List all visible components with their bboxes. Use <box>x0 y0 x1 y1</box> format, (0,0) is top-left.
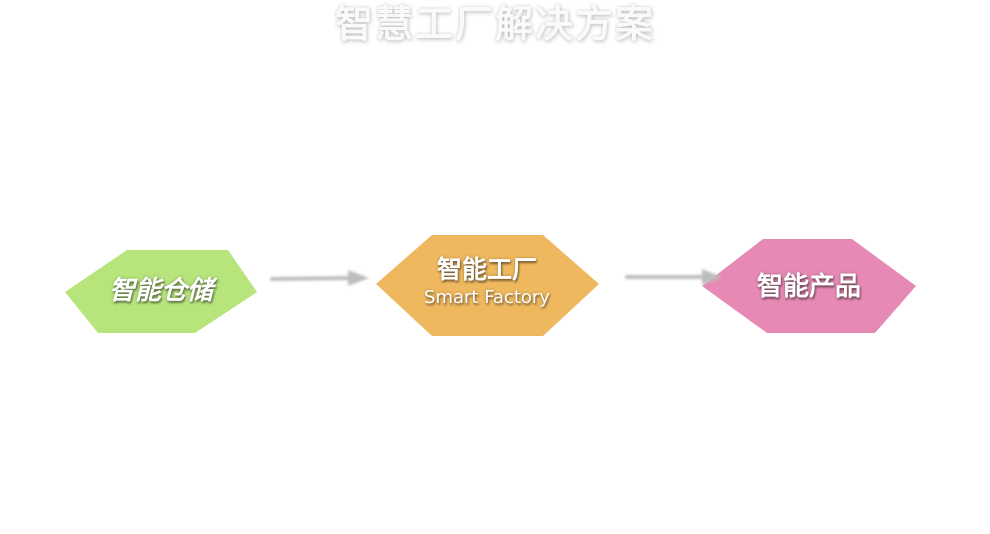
node-factory-sublabel: Smart Factory <box>424 287 550 308</box>
node-product-shape <box>702 239 916 333</box>
node-warehouse-shape <box>65 250 257 333</box>
node-factory-shape <box>376 235 599 336</box>
node-product-label: 智能产品 <box>756 272 861 302</box>
node-factory-label: 智能工厂 <box>436 255 537 284</box>
arrow-factory-to-product <box>625 269 722 285</box>
arrow-warehouse-to-factory <box>270 270 369 286</box>
page-title: 智慧工厂解决方案 <box>334 2 655 46</box>
node-warehouse-label: 智能仓储 <box>108 276 213 306</box>
